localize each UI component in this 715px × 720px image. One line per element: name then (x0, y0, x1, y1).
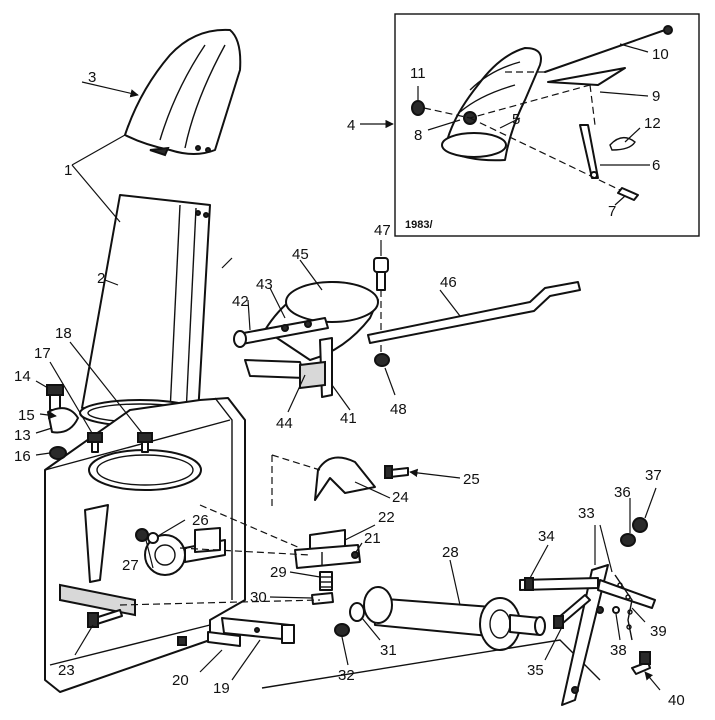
callout-44: 44 (276, 415, 293, 432)
callout-45: 45 (292, 246, 309, 263)
callout-19: 19 (213, 680, 230, 697)
lever-linkage-33 (519, 564, 656, 706)
callout-37: 37 (645, 467, 662, 484)
washer-36 (620, 533, 636, 547)
auger-shaft-28 (363, 586, 546, 651)
callout-40: 40 (668, 692, 685, 709)
callout-30: 30 (250, 589, 267, 606)
callout-43: 43 (256, 276, 273, 293)
callout-35: 35 (527, 662, 544, 679)
bolt-25 (384, 465, 409, 479)
inset-plate-9 (547, 67, 626, 86)
spring-29 (319, 571, 333, 591)
callout-labels: 1 2 3 4 5 6 7 8 9 10 11 12 13 14 15 16 1… (14, 46, 685, 709)
callout-46: 46 (440, 274, 457, 291)
callout-16: 16 (14, 448, 31, 465)
callout-7: 7 (608, 203, 616, 220)
callout-6: 6 (652, 157, 660, 174)
callout-20: 20 (172, 672, 189, 689)
callout-34: 34 (538, 528, 555, 545)
nut-37 (632, 517, 648, 533)
callout-1: 1 (64, 162, 72, 179)
cotter-38 (612, 606, 620, 614)
arm-34 (519, 577, 599, 591)
callout-23: 23 (58, 662, 75, 679)
callout-39: 39 (650, 623, 667, 640)
callout-9: 9 (652, 88, 660, 105)
callout-15: 15 (18, 407, 35, 424)
callout-36: 36 (614, 484, 631, 501)
callout-24: 24 (392, 489, 409, 506)
callout-11: 11 (410, 65, 426, 82)
housing-bracket (59, 583, 136, 617)
callout-13: 13 (14, 427, 31, 444)
callout-32: 32 (338, 667, 355, 684)
callout-10: 10 (652, 46, 669, 63)
inset-detail (360, 13, 700, 237)
bracket-19 (221, 617, 295, 644)
chute-ring (88, 449, 202, 491)
callout-21: 21 (364, 530, 381, 547)
callout-42: 42 (232, 293, 249, 310)
inset-rod-6 (579, 124, 599, 179)
crank-plate-45 (285, 281, 379, 323)
callout-3: 3 (88, 69, 96, 86)
crank-rod-46 (367, 281, 581, 344)
inset-bolt-10 (544, 29, 666, 73)
callout-8: 8 (414, 127, 422, 144)
chain-39 (614, 574, 633, 641)
nut-32 (334, 623, 350, 637)
callout-2: 2 (97, 270, 105, 287)
housing-strap (84, 504, 109, 583)
callout-25: 25 (463, 471, 480, 488)
callout-28: 28 (442, 544, 459, 561)
figure-number: 1983/ (405, 219, 433, 231)
mounting-bracket-22 (294, 529, 361, 569)
inset-screw-7 (617, 187, 639, 201)
washers-26-27 (135, 528, 159, 544)
callout-12: 12 (644, 115, 661, 132)
plate-20 (207, 631, 241, 647)
chute-deflector (124, 28, 242, 157)
inset-chute-base-ring (441, 132, 507, 158)
chute-crank-bracket (233, 281, 379, 398)
inset-clip-12 (609, 137, 636, 151)
callout-33: 33 (578, 505, 595, 522)
callout-41: 41 (340, 410, 357, 427)
bolt-47-nut-48 (373, 257, 390, 367)
callout-29: 29 (270, 564, 287, 581)
inset-nut-11 (411, 100, 425, 116)
bolt-23 (87, 609, 123, 628)
callout-4: 4 (347, 117, 355, 134)
callout-5: 5 (512, 111, 520, 128)
inset-frame (394, 13, 700, 237)
callout-26: 26 (192, 512, 209, 529)
leader-lines (35, 81, 661, 691)
callout-38: 38 (610, 642, 627, 659)
discharge-chute (79, 194, 211, 427)
callout-17: 17 (34, 345, 51, 362)
callout-18: 18 (55, 325, 72, 342)
callout-48: 48 (390, 401, 407, 418)
pin-30 (311, 592, 334, 605)
callout-31: 31 (380, 642, 397, 659)
callout-47: 47 (374, 222, 391, 239)
bolt-35 (553, 594, 591, 629)
callout-27: 27 (122, 557, 139, 574)
washer-31 (349, 602, 365, 622)
belt-cover-24 (271, 454, 376, 510)
callout-14: 14 (14, 368, 31, 385)
bolt-40 (631, 651, 651, 675)
callout-22: 22 (378, 509, 395, 526)
